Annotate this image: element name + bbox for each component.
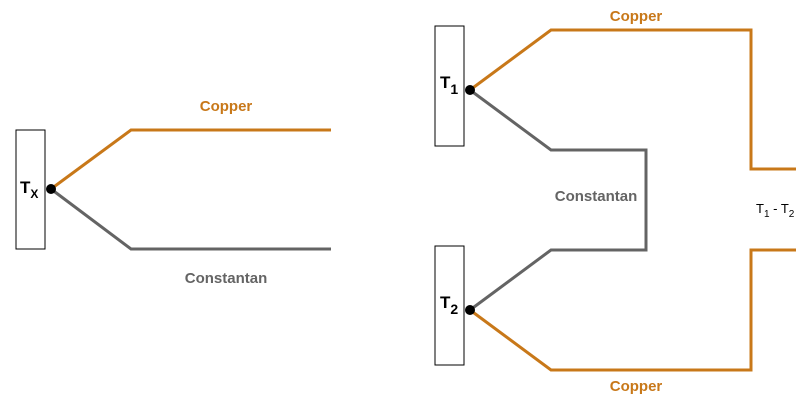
junction-1-dot <box>465 85 475 95</box>
top-copper-wire <box>469 28 796 171</box>
junction-x-label: TX <box>20 178 38 201</box>
junction-1-label: T1 <box>440 73 458 97</box>
junction-1-block <box>434 25 465 147</box>
left-constantan-label: Constantan <box>185 270 268 287</box>
constantan-loop-wire <box>469 88 648 312</box>
bottom-copper-wire <box>469 248 796 372</box>
right-thermocouple: T1 T2 Copper Copper Constantan T1 - T2 <box>434 8 796 395</box>
right-constantan-label: Constantan <box>555 188 638 205</box>
top-copper-label: Copper <box>610 8 663 25</box>
junction-x-dot <box>46 184 56 194</box>
junction-2-dot <box>465 305 475 315</box>
bottom-copper-label: Copper <box>610 378 663 395</box>
left-constantan-wire <box>50 187 331 251</box>
junction-2-label: T2 <box>440 293 458 317</box>
left-copper-label: Copper <box>200 98 253 115</box>
left-thermocouple: TX Copper Constantan <box>15 98 331 287</box>
left-copper-wire <box>50 128 331 191</box>
junction-x-block <box>15 129 46 250</box>
output-difference-label: T1 - T2 <box>756 201 795 220</box>
junction-2-block <box>434 245 465 366</box>
